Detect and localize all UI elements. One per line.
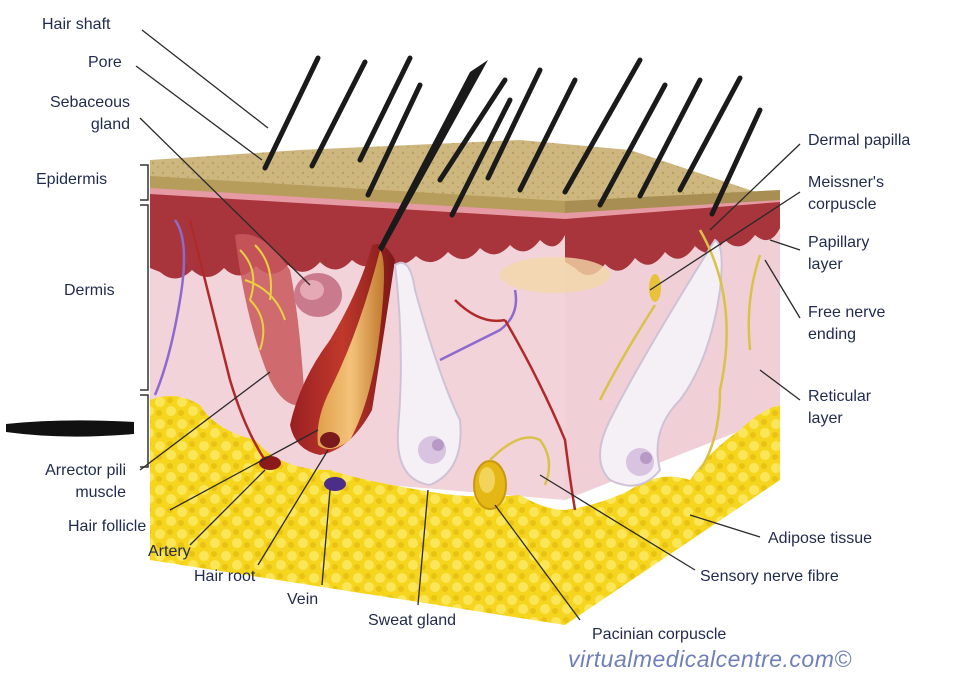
label-papillary-layer: Papillary layer bbox=[808, 232, 869, 276]
dermis-bracket bbox=[140, 205, 148, 390]
hair-bulb-papilla bbox=[320, 432, 340, 448]
label-reticular-layer: Reticular layer bbox=[808, 386, 871, 430]
label-dermal-papilla: Dermal papilla bbox=[808, 130, 910, 152]
label-free-nerve-ending: Free nerve ending bbox=[808, 302, 885, 346]
dermal-papilla-region bbox=[500, 257, 610, 293]
artery-cross-section bbox=[259, 456, 281, 470]
label-pacinian-corpuscle: Pacinian corpuscle bbox=[592, 624, 726, 646]
label-hair-shaft: Hair shaft bbox=[42, 14, 110, 36]
label-epidermis: Epidermis bbox=[36, 169, 107, 191]
label-dermis: Dermis bbox=[64, 280, 115, 302]
meissners-corpuscle bbox=[649, 274, 661, 302]
label-hair-follicle: Hair follicle bbox=[68, 516, 146, 538]
label-hair-root: Hair root bbox=[194, 566, 255, 588]
label-adipose-tissue: Adipose tissue bbox=[768, 528, 872, 550]
vein-cross-section bbox=[324, 477, 346, 491]
label-arrector-pili-muscle: Arrector pili muscle bbox=[16, 460, 126, 504]
redacted-label-scribble bbox=[4, 416, 136, 440]
label-sensory-nerve-fibre: Sensory nerve fibre bbox=[700, 566, 839, 588]
hypodermis-bracket bbox=[140, 395, 148, 467]
label-sweat-gland: Sweat gland bbox=[368, 610, 456, 632]
label-artery: Artery bbox=[148, 541, 191, 563]
watermark: virtualmedicalcentre.com© bbox=[568, 646, 852, 673]
label-pore: Pore bbox=[88, 52, 122, 74]
label-vein: Vein bbox=[287, 589, 318, 611]
epidermis-bracket bbox=[140, 165, 148, 200]
label-sebaceous-gland: Sebaceous gland bbox=[30, 92, 130, 136]
label-meissners-corpuscle: Meissner's corpuscle bbox=[808, 172, 884, 216]
